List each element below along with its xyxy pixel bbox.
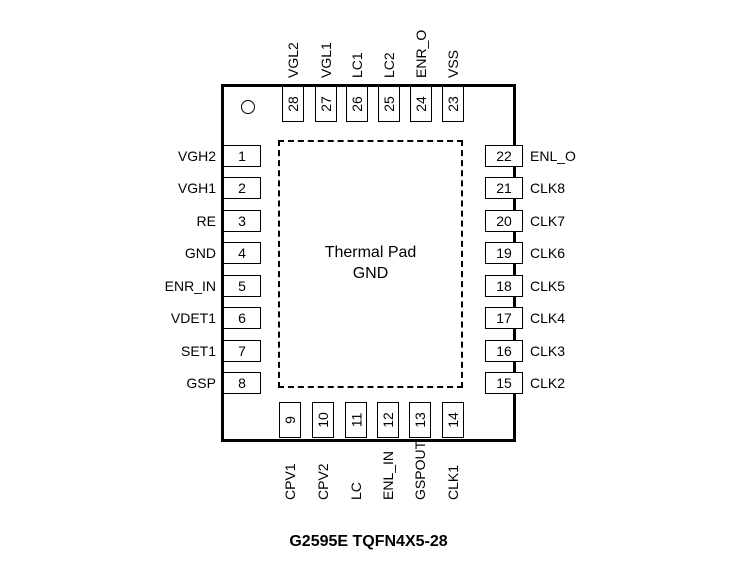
pin-10-box: 10	[312, 402, 334, 438]
pin-24-box: 24	[410, 86, 432, 122]
pin-27-label: VGL1	[318, 42, 334, 78]
pin-14-label: CLK1	[445, 464, 461, 500]
pin-2-label: VGH1	[177, 180, 216, 196]
pin-24-number: 24	[412, 96, 429, 112]
pin-15-box: 15	[485, 372, 523, 394]
pin-20-box: 20	[485, 210, 523, 232]
pin-13-box: 13	[409, 402, 431, 438]
pin-4-label: GND	[184, 245, 216, 261]
pin-13-label: GSPOUT	[412, 440, 428, 500]
pin-12-box: 12	[377, 402, 399, 438]
pin-21-label: CLK8	[530, 180, 566, 196]
pin-22-box: 22	[485, 145, 523, 167]
pin-2-box: 2	[223, 177, 261, 199]
pin-8-box: 8	[223, 372, 261, 394]
pin-12-number: 12	[379, 412, 396, 428]
pin-3-box: 3	[223, 210, 261, 232]
thermal-pad-net: GND	[352, 265, 389, 282]
pin-23-box: 23	[442, 86, 464, 122]
pin-28-label: VGL2	[285, 42, 301, 78]
pin-11-label: LC	[348, 482, 364, 500]
pin-5-label: ENR_IN	[164, 278, 216, 294]
pin-15-label: CLK2	[530, 375, 566, 391]
thermal-pad-title: Thermal Pad	[324, 244, 417, 261]
pin-24-label: ENR_O	[413, 29, 429, 78]
pin-6-box: 6	[223, 307, 261, 329]
pin-8-label: GSP	[186, 375, 216, 391]
pin-14-number: 14	[444, 412, 461, 428]
pin-9-label: CPV1	[282, 463, 298, 500]
pin-26-number: 26	[348, 96, 365, 112]
pin-26-label: LC1	[349, 52, 365, 78]
pin-7-box: 7	[223, 340, 261, 362]
pin-9-number: 9	[281, 416, 298, 424]
pin-23-label: VSS	[445, 49, 461, 78]
pin-25-label: LC2	[381, 52, 397, 78]
pin-17-label: CLK4	[530, 310, 566, 326]
pin-1-box: 1	[223, 145, 261, 167]
pin-19-box: 19	[485, 242, 523, 264]
pin-25-number: 25	[380, 96, 397, 112]
pin-6-label: VDET1	[170, 310, 216, 326]
pin-28-number: 28	[284, 96, 301, 112]
pin-11-box: 11	[345, 402, 367, 438]
pin-5-box: 5	[223, 275, 261, 297]
thermal-pad	[278, 140, 463, 388]
pin-25-box: 25	[378, 86, 400, 122]
pin-12-label: ENL_IN	[380, 450, 396, 500]
pin-20-label: CLK7	[530, 213, 566, 229]
pin-27-box: 27	[315, 86, 337, 122]
thermal-pad-label: Thermal Pad GND	[278, 242, 463, 284]
pin-1-label: VGH2	[177, 148, 216, 164]
ic-package-body	[221, 84, 516, 442]
pin-27-number: 27	[317, 96, 334, 112]
package-caption: G2595E TQFN4X5-28	[289, 533, 448, 550]
pin-4-box: 4	[223, 242, 261, 264]
pin-13-number: 13	[411, 412, 428, 428]
pin-11-number: 11	[347, 412, 364, 428]
pin-26-box: 26	[346, 86, 368, 122]
pin-19-label: CLK6	[530, 245, 566, 261]
pin-10-number: 10	[314, 412, 331, 428]
pin-10-label: CPV2	[315, 463, 331, 500]
pin-21-box: 21	[485, 177, 523, 199]
pin-23-number: 23	[444, 96, 461, 112]
pin-18-box: 18	[485, 275, 523, 297]
pin-9-box: 9	[279, 402, 301, 438]
pin-16-label: CLK3	[530, 343, 566, 359]
pin1-indicator-circle	[241, 100, 255, 114]
pin-14-box: 14	[442, 402, 464, 438]
pin-22-label: ENL_O	[530, 148, 576, 164]
pin-28-box: 28	[282, 86, 304, 122]
pin-7-label: SET1	[180, 343, 216, 359]
pin-3-label: RE	[196, 213, 216, 229]
pin-17-box: 17	[485, 307, 523, 329]
pin-18-label: CLK5	[530, 278, 566, 294]
pin-16-box: 16	[485, 340, 523, 362]
